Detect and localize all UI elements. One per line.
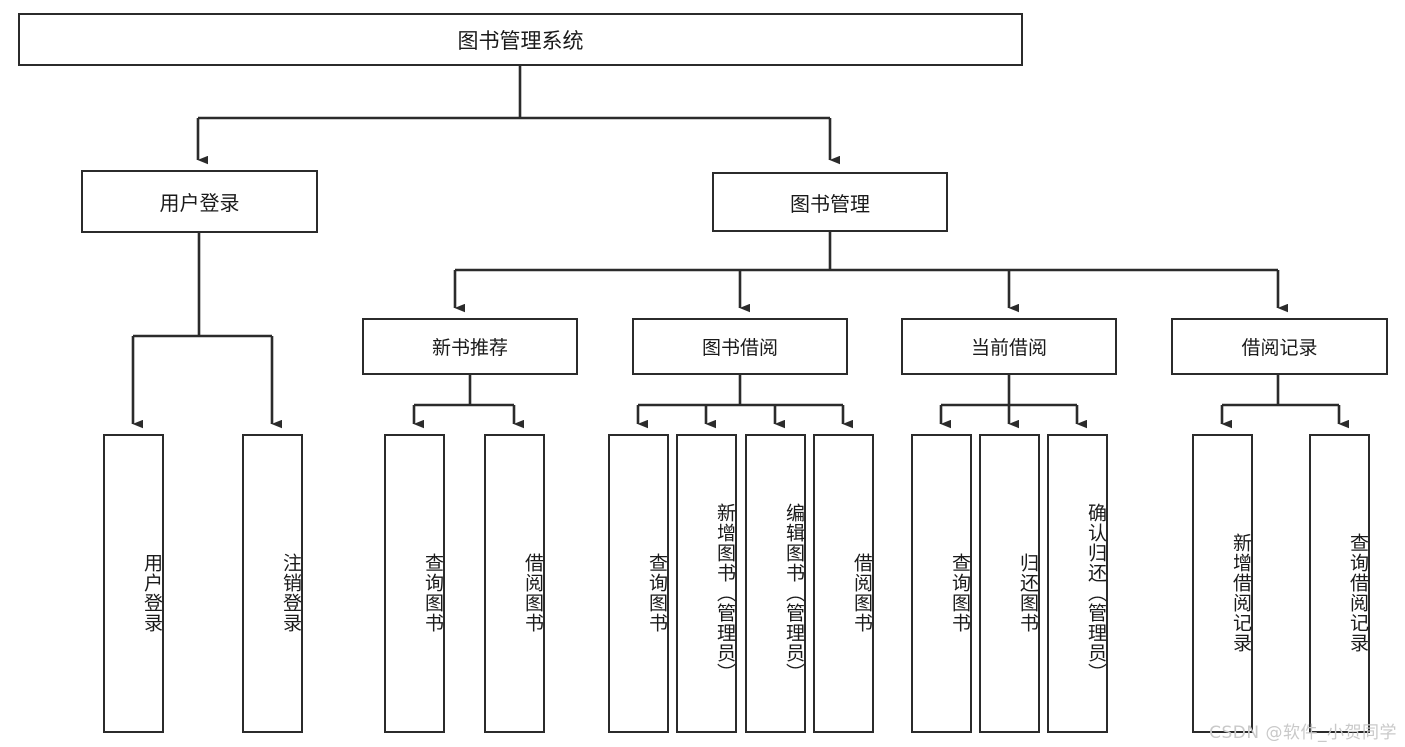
leaf-book-borrow-edit[interactable]: 编辑图书（管理员） [745, 434, 806, 733]
node-user-login-label: 用户登录 [159, 191, 240, 215]
node-new-book-recommend[interactable]: 新书推荐 [362, 318, 578, 375]
csdn-watermark: CSDN @软件_小贺同学 [1209, 723, 1397, 743]
leaf-label: 查询图书 [422, 552, 444, 633]
leaf-label: 归还图书 [1017, 552, 1039, 633]
node-root-label: 图书管理系统 [457, 28, 584, 53]
leaf-current-borrow-query[interactable]: 查询图书 [911, 434, 972, 733]
leaf-borrow-record-query[interactable]: 查询借阅记录 [1309, 434, 1370, 733]
node-book-borrow-label: 图书借阅 [701, 337, 778, 359]
leaf-user-login-signout[interactable]: 注销登录 [242, 434, 303, 733]
leaf-label: 新增图书（管理员） [714, 502, 736, 683]
node-current-borrow[interactable]: 当前借阅 [901, 318, 1117, 375]
leaf-user-login-signin[interactable]: 用户登录 [103, 434, 164, 733]
leaf-book-borrow-borrow[interactable]: 借阅图书 [813, 434, 874, 733]
node-book-management[interactable]: 图书管理 [712, 172, 948, 232]
node-new-book-recommend-label: 新书推荐 [431, 337, 508, 359]
leaf-new-book-borrow[interactable]: 借阅图书 [484, 434, 545, 733]
leaf-book-borrow-query[interactable]: 查询图书 [608, 434, 669, 733]
leaf-borrow-record-add[interactable]: 新增借阅记录 [1192, 434, 1253, 733]
node-current-borrow-label: 当前借阅 [970, 337, 1047, 359]
node-root-system[interactable]: 图书管理系统 [18, 13, 1023, 66]
leaf-current-borrow-confirm[interactable]: 确认归还（管理员） [1047, 434, 1108, 733]
leaf-current-borrow-return[interactable]: 归还图书 [979, 434, 1040, 733]
leaf-label: 编辑图书（管理员） [783, 502, 805, 683]
leaf-new-book-query[interactable]: 查询图书 [384, 434, 445, 733]
leaf-label: 借阅图书 [851, 552, 873, 633]
leaf-label: 借阅图书 [522, 552, 544, 633]
leaf-label: 确认归还（管理员） [1085, 502, 1107, 683]
leaf-book-borrow-add[interactable]: 新增图书（管理员） [676, 434, 737, 733]
node-book-borrow[interactable]: 图书借阅 [632, 318, 848, 375]
leaf-label: 用户登录 [141, 552, 163, 633]
leaf-label: 查询图书 [949, 552, 971, 633]
leaf-label: 注销登录 [280, 552, 302, 633]
node-borrow-record[interactable]: 借阅记录 [1171, 318, 1388, 375]
leaf-label: 查询图书 [646, 552, 668, 633]
node-user-login[interactable]: 用户登录 [81, 170, 318, 233]
node-book-management-label: 图书管理 [790, 191, 870, 216]
node-borrow-record-label: 借阅记录 [1241, 337, 1318, 359]
leaf-label: 查询借阅记录 [1347, 532, 1369, 653]
leaf-label: 新增借阅记录 [1230, 532, 1252, 653]
